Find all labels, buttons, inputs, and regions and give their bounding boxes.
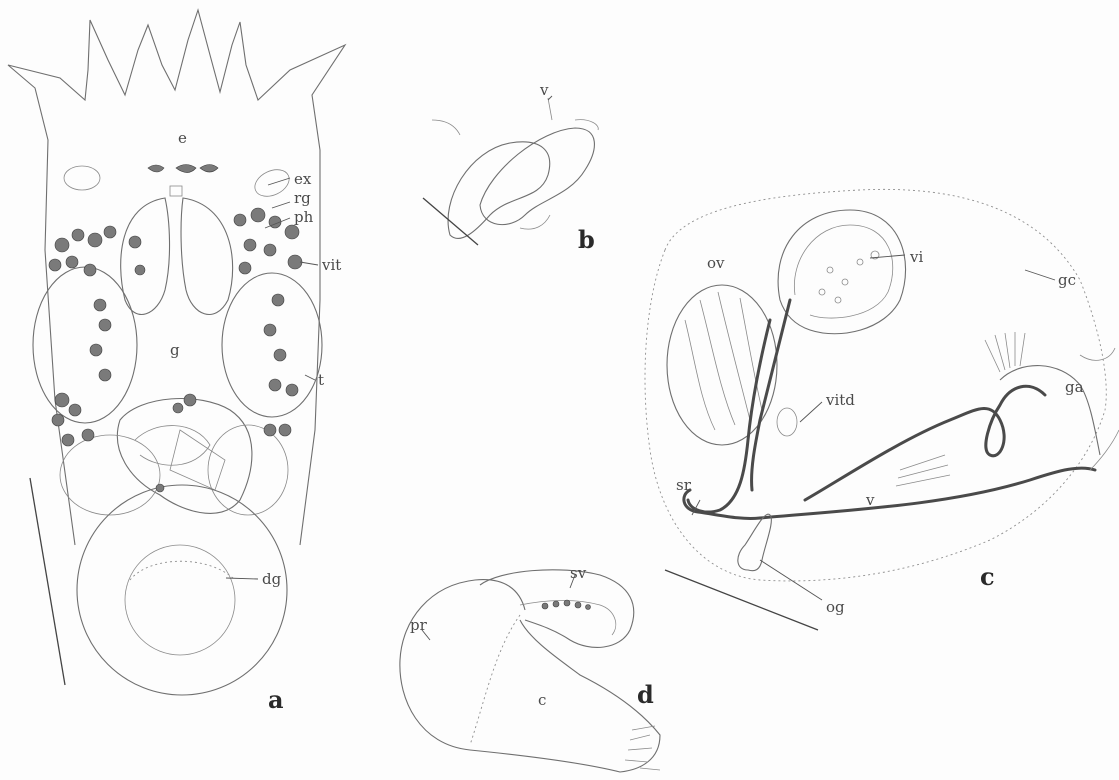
copulatory-cone (470, 620, 660, 772)
reservoir-granules (819, 251, 879, 303)
label-t: t (318, 371, 324, 389)
leader-ex (268, 178, 290, 185)
pharynx-left (121, 198, 170, 314)
leader-vit (300, 262, 318, 265)
atrium-lines (896, 332, 1025, 486)
label-sv: sv (570, 564, 587, 582)
ovipositor-gland (738, 514, 772, 570)
vagina-canal (760, 468, 1095, 518)
seminal-vesicle-lower (480, 128, 594, 225)
label-gc: gc (1058, 271, 1076, 289)
label-vitd: vitd (825, 391, 855, 409)
leader-t (305, 375, 315, 380)
panel-label-d: d (637, 680, 654, 709)
mouth (170, 186, 182, 196)
copulatory-organ (117, 399, 252, 514)
bulb-septum (470, 615, 520, 745)
reproductive-outline (645, 189, 1106, 581)
label-ga: ga (1065, 378, 1084, 396)
panel-d: pr sv c d (400, 564, 660, 772)
egg-dotted-arc (130, 561, 235, 580)
label-ov: ov (707, 254, 725, 272)
label-c-d: c (538, 691, 546, 709)
label-sr: sr (676, 476, 692, 494)
label-v-c: v (865, 491, 875, 509)
posterior-sac-right (208, 425, 288, 515)
label-dg: dg (262, 570, 282, 588)
panel-a: e ex rg ph vit g t dg a (8, 10, 345, 714)
seminal-receptacle (684, 490, 760, 518)
prostate-bulb (400, 580, 525, 750)
leader-og (760, 560, 822, 600)
label-ph: ph (294, 208, 314, 226)
label-vi: vi (909, 248, 923, 266)
scale-bar-a (30, 478, 65, 685)
vesicle-duct (432, 98, 598, 229)
egg-inner (125, 545, 235, 655)
vitelline-reservoir (778, 210, 905, 334)
testis-left (33, 267, 137, 423)
egg-outer (77, 485, 287, 695)
posterior-sac (60, 435, 160, 515)
genital-atrium (1000, 366, 1100, 455)
pharynx-right (181, 198, 233, 314)
leader-rg (272, 202, 290, 208)
label-g: g (170, 341, 180, 359)
label-ex: ex (294, 170, 312, 188)
scale-bar-b (423, 198, 478, 245)
reservoir-inner (794, 225, 892, 318)
leader-vitd (800, 402, 822, 422)
leader-gc (1025, 270, 1055, 280)
seminal-vesicle-d (480, 570, 634, 648)
label-og: og (826, 598, 845, 616)
panel-c: ov vi gc vitd ga sr v og c (645, 189, 1119, 630)
label-e: e (178, 129, 187, 147)
organ-inner-2 (170, 430, 225, 490)
excretory-pore-left (64, 166, 100, 190)
panel-label-c: c (980, 562, 995, 591)
panel-label-a: a (268, 685, 284, 714)
vitelline-duct-loop (777, 408, 797, 436)
panel-label-b: b (578, 225, 595, 254)
label-rg: rg (294, 189, 311, 207)
label-pr: pr (410, 616, 428, 634)
leader-vi (870, 255, 905, 258)
testis-right (222, 273, 322, 417)
excretory-pore-right (251, 165, 294, 202)
panel-b: v b (423, 81, 598, 254)
label-v-b: v (539, 81, 549, 99)
leader-v-b (548, 96, 552, 100)
scale-bar-c (665, 570, 818, 630)
spines (625, 726, 660, 770)
oviduct (688, 320, 770, 512)
label-vit: vit (321, 256, 341, 274)
brain-granules (148, 165, 218, 173)
